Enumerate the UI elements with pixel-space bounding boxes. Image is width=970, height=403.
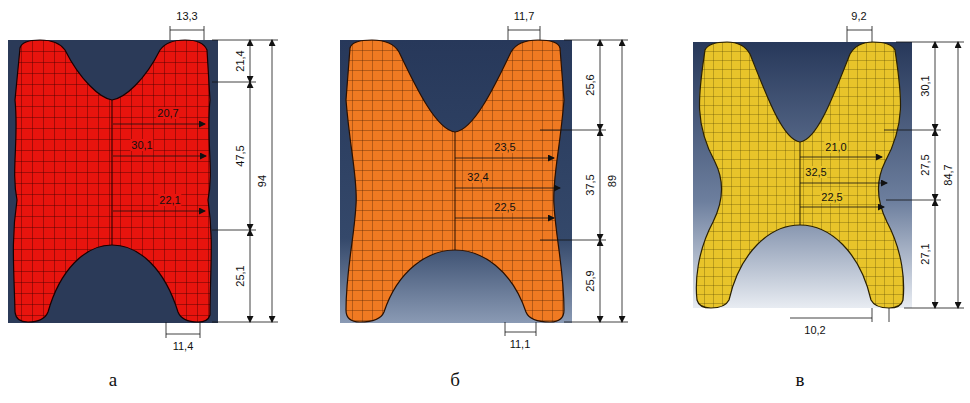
figure-caption: а [108, 370, 118, 390]
dimension-label: 84,7 [942, 163, 954, 186]
dimension-label: 11,1 [509, 338, 532, 350]
dimension-label: 21,4 [234, 49, 246, 72]
dimension-label: 25,9 [584, 269, 596, 292]
dimension-label: 22,1 [158, 194, 181, 206]
dimension-label: 21,0 [824, 141, 847, 153]
figure-caption: б [449, 370, 461, 390]
dimension-label: 23,5 [493, 141, 516, 153]
dimension-label: 11,4 [172, 340, 195, 352]
mesh-shape [13, 40, 211, 322]
dimension-lines [790, 26, 964, 322]
dimension-label: 10,2 [803, 324, 826, 336]
figure-caption: в [795, 370, 806, 390]
dimension-label: 9,2 [850, 10, 867, 22]
dimension-label: 20,7 [156, 107, 179, 119]
panel-background [8, 40, 218, 323]
dimension-label: 89 [606, 174, 618, 188]
panel-background [693, 42, 912, 308]
dimension-label: 27,5 [919, 153, 931, 176]
dimension-label: 25,1 [234, 264, 246, 287]
dimension-label: 30,1 [130, 139, 153, 151]
panel-background [340, 40, 572, 323]
dimension-label: 32,4 [466, 171, 489, 183]
dimension-label: 94 [256, 174, 268, 188]
dimension-label: 47,5 [234, 144, 246, 167]
dimension-lines [455, 26, 628, 336]
dimension-label: 37,5 [584, 173, 596, 196]
mesh-shape [346, 40, 564, 322]
dimension-label: 22,5 [820, 191, 843, 203]
dimension-label: 11,7 [513, 10, 536, 22]
mesh-shape [696, 42, 903, 308]
dimension-label: 27,1 [919, 242, 931, 265]
dimension-label: 32,5 [804, 166, 827, 178]
dimension-label: 22,5 [493, 201, 516, 213]
dimension-label: 30,1 [919, 74, 931, 97]
dimension-label: 13,3 [175, 10, 198, 22]
dimension-label: 25,6 [584, 73, 596, 96]
dimension-lines [113, 26, 278, 338]
